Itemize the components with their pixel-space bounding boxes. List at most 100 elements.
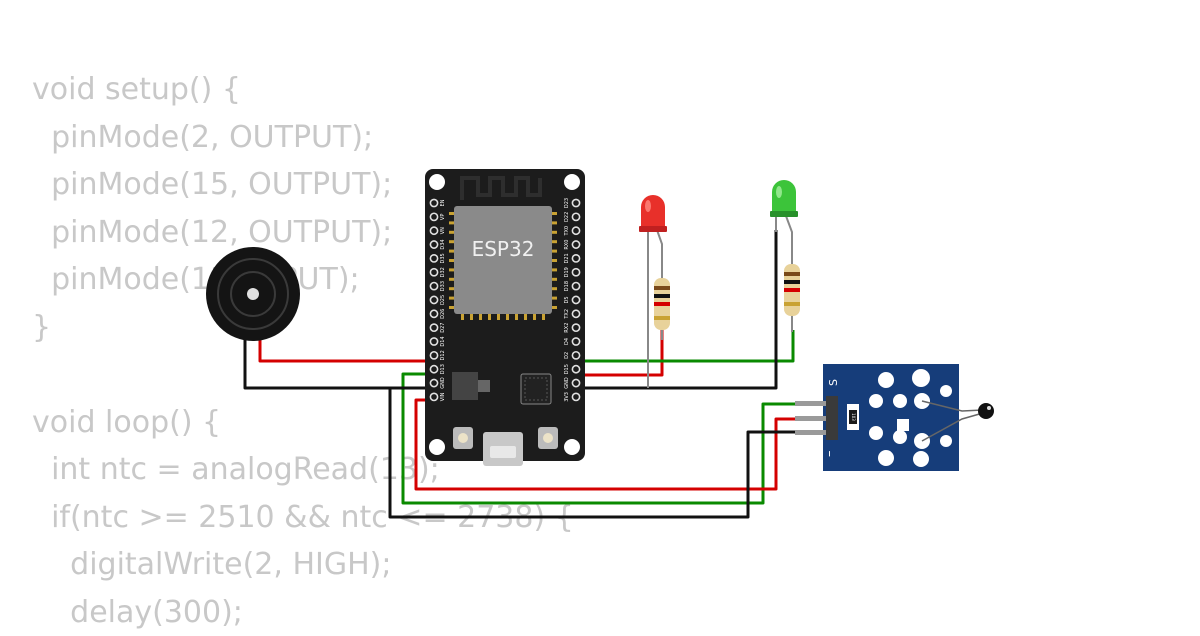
pin-label: D12	[440, 350, 446, 360]
green-led[interactable]	[770, 180, 798, 262]
mount-hole-br	[564, 439, 580, 455]
pin-rx0[interactable]	[572, 241, 579, 248]
led-rim	[639, 226, 667, 232]
wire-green-led[interactable]	[576, 330, 793, 361]
red-led-resistor[interactable]	[654, 268, 670, 340]
band-3	[654, 302, 670, 306]
pin-d33[interactable]	[430, 283, 437, 290]
pin-label: RX2	[564, 323, 570, 333]
voltage-regulator	[452, 372, 478, 400]
pin-d14[interactable]	[430, 338, 437, 345]
signal-label: S	[827, 379, 840, 386]
pin-vin[interactable]	[430, 393, 437, 400]
pin-d18[interactable]	[572, 283, 579, 290]
pin-label: D13	[440, 364, 446, 374]
band-4	[654, 316, 670, 320]
pin-d27[interactable]	[430, 324, 437, 331]
mount-hole-tr	[564, 174, 580, 190]
wire-red-led[interactable]	[576, 330, 662, 375]
pin-d22[interactable]	[572, 213, 579, 220]
pin-label: GND	[564, 377, 570, 389]
pin-label: GND	[440, 377, 446, 389]
buzzer[interactable]	[206, 247, 300, 341]
smd-resistor-code: 103	[851, 413, 856, 421]
pin-d25[interactable]	[430, 296, 437, 303]
mount-hole-tl	[429, 174, 445, 190]
wire-buzzer-ground[interactable]	[245, 338, 434, 388]
pin-label: VN	[440, 227, 446, 234]
regulator-tab	[478, 380, 490, 392]
chip-label: ESP32	[472, 237, 535, 261]
thermistor-shine	[987, 406, 991, 410]
pin-label: D21	[564, 253, 570, 263]
pin-d15[interactable]	[572, 366, 579, 373]
mount-hole-bl	[429, 439, 445, 455]
pin-d26[interactable]	[430, 310, 437, 317]
wire-ground-right[interactable]	[576, 230, 776, 388]
pin-label: D22	[564, 212, 570, 222]
pin-label: 3V3	[564, 392, 570, 402]
pin-label: EN	[440, 199, 446, 206]
led-rim	[770, 211, 798, 217]
pin-d35[interactable]	[430, 255, 437, 262]
pin-label: D5	[564, 296, 570, 303]
pin-label: TX2	[564, 309, 570, 320]
green-led-resistor[interactable]	[784, 256, 800, 332]
pin-d4[interactable]	[572, 338, 579, 345]
usb-port-inner	[490, 446, 516, 458]
pin-d12[interactable]	[430, 352, 437, 359]
header-pins	[795, 396, 838, 440]
pin-label: D18	[564, 281, 570, 291]
pad-square	[897, 419, 909, 431]
thermistor-icon	[978, 403, 994, 419]
pin-d21[interactable]	[572, 255, 579, 262]
pin-tx2[interactable]	[572, 310, 579, 317]
pin-d32[interactable]	[430, 269, 437, 276]
pin-en[interactable]	[430, 199, 437, 206]
pin-gnd[interactable]	[430, 379, 437, 386]
en-button-cap	[458, 433, 468, 443]
pin-3v3[interactable]	[572, 393, 579, 400]
buzzer-center	[247, 288, 259, 300]
pin-d23[interactable]	[572, 199, 579, 206]
pin-label: D34	[440, 239, 446, 249]
pin-label: D4	[564, 338, 570, 345]
band-1	[784, 272, 800, 276]
pin-vp[interactable]	[430, 213, 437, 220]
pin-label: D25	[440, 295, 446, 305]
pin-label: D32	[440, 267, 446, 277]
led-icon	[772, 180, 796, 213]
band-4	[784, 302, 800, 306]
pin-label: D27	[440, 323, 446, 333]
led-icon	[641, 195, 665, 228]
pin-label: D35	[440, 253, 446, 263]
pin-rx2[interactable]	[572, 324, 579, 331]
band-3	[784, 288, 800, 292]
pin-label: D19	[564, 267, 570, 277]
pin-gnd[interactable]	[572, 379, 579, 386]
pin-label: D33	[440, 281, 446, 291]
led-leg-bent	[657, 230, 662, 272]
band-2	[784, 280, 800, 284]
pin-d5[interactable]	[572, 296, 579, 303]
pin-d13[interactable]	[430, 366, 437, 373]
pin-label: D14	[440, 336, 446, 346]
pin-label: TX0	[564, 226, 570, 237]
wire-buzzer-signal[interactable]	[260, 338, 434, 361]
esp32-board[interactable]: ESP32 ENVPVND34D35D32D33D25D26D27D14D12D…	[425, 169, 585, 466]
band-1	[654, 286, 670, 290]
pin-label: D26	[440, 309, 446, 319]
led-leg-bent	[786, 216, 792, 262]
pin-label: D15	[564, 364, 570, 374]
pin-label: VIN	[440, 392, 446, 401]
pin-vn[interactable]	[430, 227, 437, 234]
pin-d34[interactable]	[430, 241, 437, 248]
ntc-sensor-module[interactable]: S – 103	[795, 364, 994, 471]
band-2	[654, 294, 670, 298]
pin-label: VP	[440, 214, 446, 220]
pin-d2[interactable]	[572, 352, 579, 359]
pin-d19[interactable]	[572, 269, 579, 276]
led-highlight	[645, 200, 651, 212]
pin-tx0[interactable]	[572, 227, 579, 234]
